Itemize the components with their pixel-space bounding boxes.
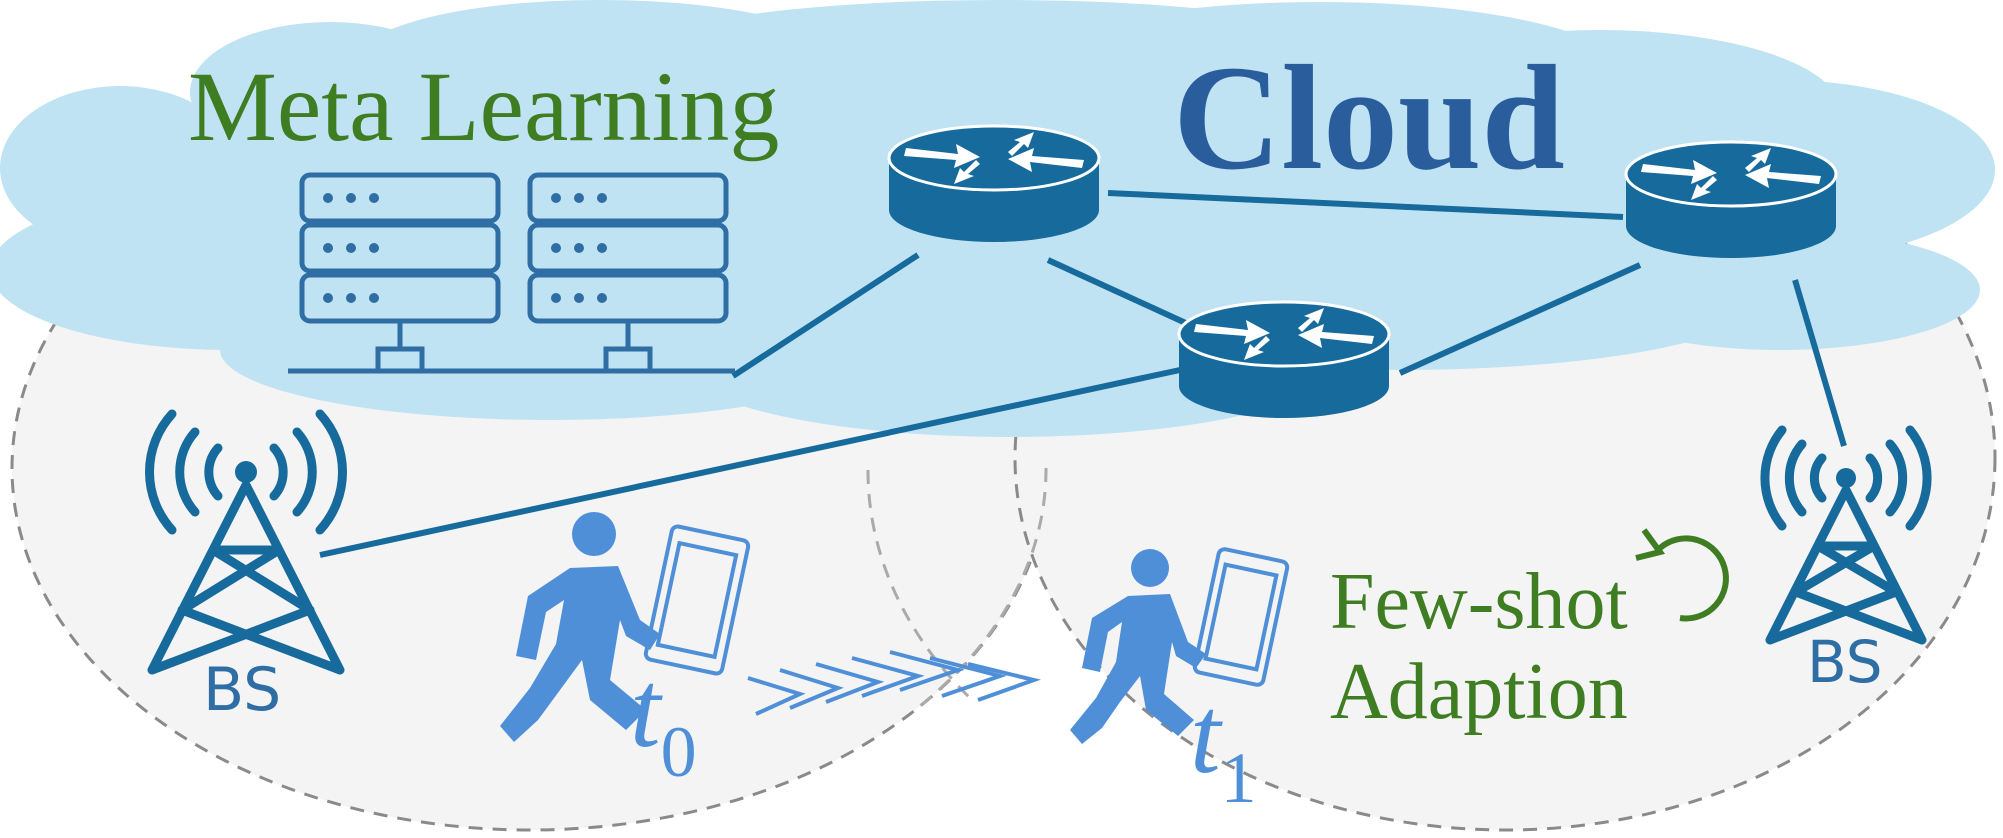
time-t0-subscript: 0 (661, 712, 697, 792)
time-label-t0: t0 (630, 648, 697, 792)
few-shot-label-line2: Adaption (1330, 648, 1628, 736)
time-label-t1: t1 (1190, 674, 1257, 818)
cell-tower-icon (1760, 425, 1932, 645)
time-t1-base: t (1190, 674, 1223, 796)
router-icon (1624, 140, 1838, 260)
router-icon (1177, 300, 1391, 420)
cell-tower-icon (145, 409, 347, 675)
bs-left-label: BS (203, 655, 281, 725)
time-t1-subscript: 1 (1221, 738, 1257, 818)
smartphone-icon (1192, 547, 1290, 687)
few-shot-label-line1: Few-shot (1330, 558, 1628, 646)
bs-right-label: BS (1807, 628, 1883, 696)
chevron-right-icon (747, 650, 1041, 716)
time-t0-base: t (630, 648, 663, 770)
circular-arrow-icon (1635, 528, 1729, 622)
smartphone-icon (643, 524, 751, 676)
meta-learning-label: Meta Learning (188, 51, 779, 162)
router-icon (887, 124, 1101, 244)
network-links (319, 190, 1847, 558)
walking-person-icon (1070, 549, 1206, 744)
cloud-label: Cloud (1173, 35, 1565, 201)
walking-person-icon (500, 512, 660, 742)
cloud-shape (0, 0, 1995, 437)
coverage-overlap-boundary (919, 467, 1048, 708)
